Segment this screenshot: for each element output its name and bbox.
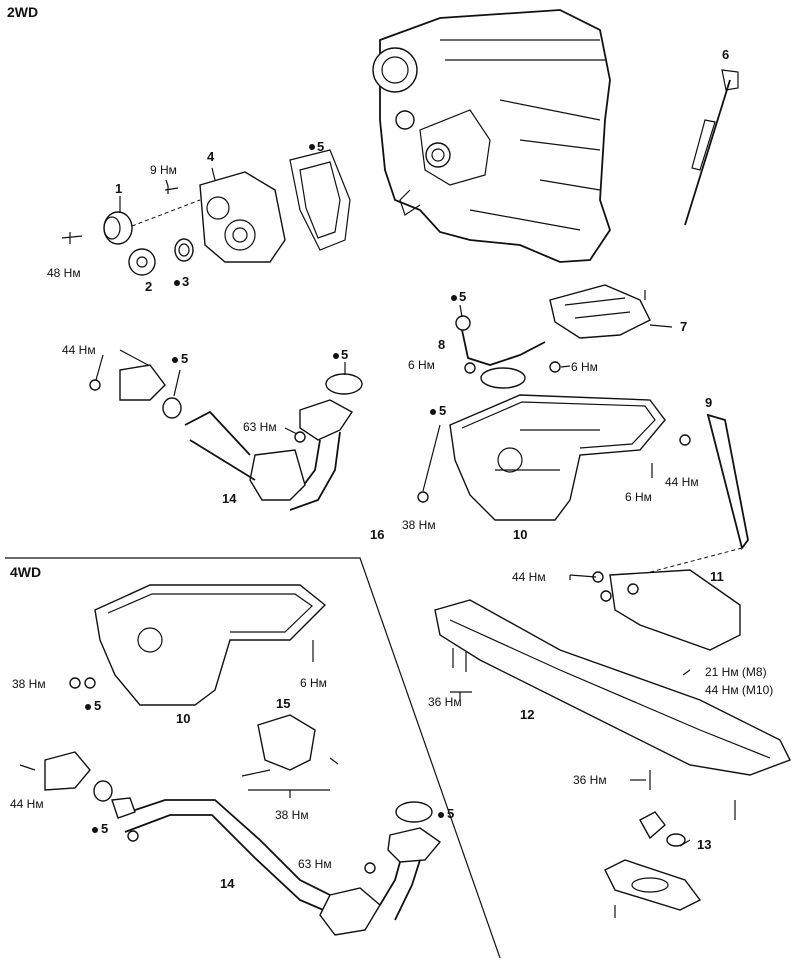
callout-8: 8: [438, 337, 446, 352]
callout-11: 11: [710, 569, 724, 584]
torque-44nm-11: 44 Нм: [512, 570, 546, 584]
leader-lines: [95, 167, 691, 847]
callout-5-ring: 5: [341, 347, 349, 362]
callout-5-seal: 5: [181, 351, 189, 366]
bracket-11-drawing: [609, 569, 741, 651]
callout-15: 15: [276, 696, 291, 711]
torque-9nm: 9 Нм: [150, 163, 177, 177]
torque-48nm: 48 Нм: [47, 266, 81, 280]
torque-36nm-mount: 36 Нм: [573, 773, 607, 787]
section-title-2wd: 2WD: [7, 4, 39, 20]
torque-38nm-15: 38 Нм: [275, 808, 309, 822]
torque-44nm-m10: 44 Нм (M10): [705, 683, 774, 697]
callout-9: 9: [705, 395, 713, 410]
callout-10-4wd: 10: [176, 711, 191, 726]
engine-block-drawing: [372, 9, 611, 263]
oil-pan-2wd-drawing: [449, 394, 666, 521]
strainer-drawing: [455, 284, 651, 389]
dipstick-drawing: [684, 69, 739, 226]
exhaust-2wd-drawing: [119, 364, 363, 511]
torque-6nm-4wd: 6 Нм: [300, 676, 327, 690]
torque-63nm-4wd: 63 Нм: [298, 857, 332, 871]
callout-5-4wd-pan: 5: [94, 698, 102, 713]
callout-5-pan: 5: [439, 403, 447, 418]
part-15-drawing: [257, 714, 316, 771]
bracket-9-drawing: [706, 413, 749, 551]
callout-12: 12: [520, 707, 535, 722]
exhaust-4wd-drawing: [44, 751, 442, 936]
torque-36nm-crossmember: 36 Нм: [428, 695, 462, 709]
callout-7: 7: [680, 319, 688, 334]
bolts-drawing: [19, 290, 736, 918]
torque-44nm-bracket: 44 Нм: [665, 475, 699, 489]
callout-1: 1: [115, 181, 123, 196]
callout-13: 13: [697, 837, 712, 852]
torque-63nm-2wd: 63 Нм: [243, 420, 277, 434]
torque-21nm-m8: 21 Нм (M8): [705, 665, 767, 679]
4wd-section-border: [5, 557, 501, 959]
torque-6nm-strainer-left: 6 Нм: [408, 358, 435, 372]
torque-44nm-4wd: 44 Нм: [10, 797, 44, 811]
mount-13-drawing: [604, 811, 702, 911]
callout-3: 3: [182, 274, 190, 289]
callout-6: 6: [722, 47, 730, 62]
torque-6nm-strainer-right: 6 Нм: [571, 360, 598, 374]
callout-10-2wd: 10: [513, 527, 528, 542]
callout-5-4wd-ring: 5: [447, 806, 455, 821]
callout-4: 4: [207, 149, 215, 164]
torque-44nm-2wd: 44 Нм: [62, 343, 96, 357]
callout-16: 16: [370, 527, 385, 542]
callout-14-2wd: 14: [222, 491, 237, 506]
timing-parts-drawing: [61, 149, 351, 276]
crossmember-drawing: [434, 599, 791, 776]
callout-14-4wd: 14: [220, 876, 235, 891]
torque-38nm-4wd-pan: 38 Нм: [12, 677, 46, 691]
callout-5-gasket: 5: [317, 139, 325, 154]
callout-5-strainer: 5: [459, 289, 467, 304]
torque-6nm-pan: 6 Нм: [625, 490, 652, 504]
callout-5-4wd-seal: 5: [101, 821, 109, 836]
torque-38nm-2wd: 38 Нм: [402, 518, 436, 532]
oil-pan-4wd-drawing: [94, 584, 327, 706]
callout-2: 2: [145, 279, 153, 294]
section-title-4wd: 4WD: [10, 564, 42, 580]
